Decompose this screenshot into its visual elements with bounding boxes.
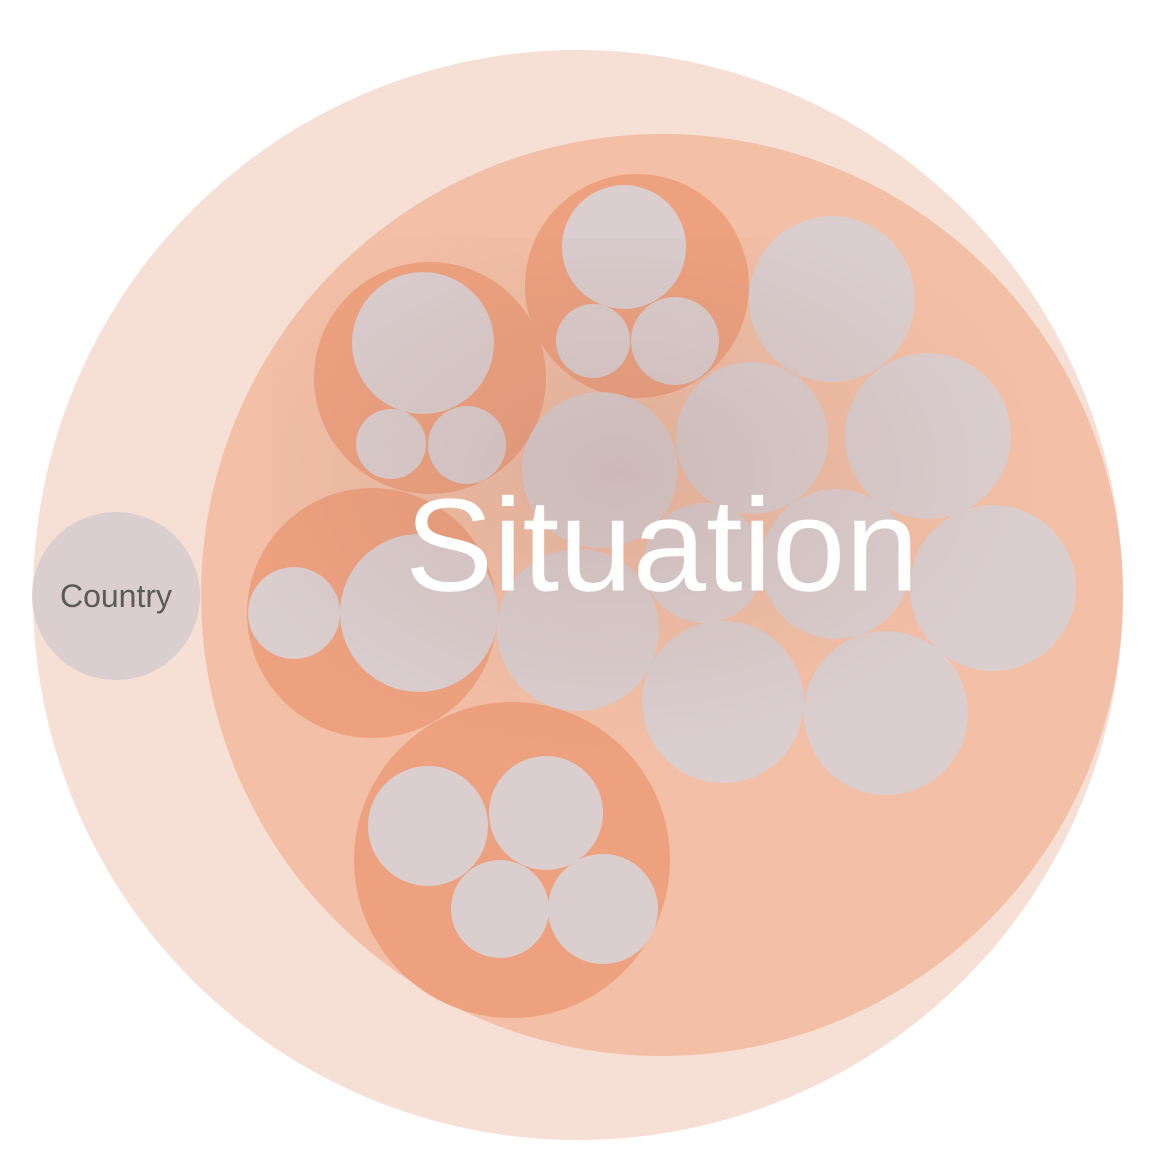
leaf-label-country: Country: [60, 578, 172, 614]
leaf-circle[interactable]: [451, 860, 549, 958]
leaf-circle[interactable]: [368, 766, 488, 886]
leaf-circle[interactable]: [548, 854, 658, 964]
group-label-situation: Situation: [405, 472, 919, 619]
focus-shading: [272, 238, 1042, 758]
leaf-circle[interactable]: [489, 756, 603, 870]
leaf-circle-country[interactable]: [32, 512, 200, 680]
